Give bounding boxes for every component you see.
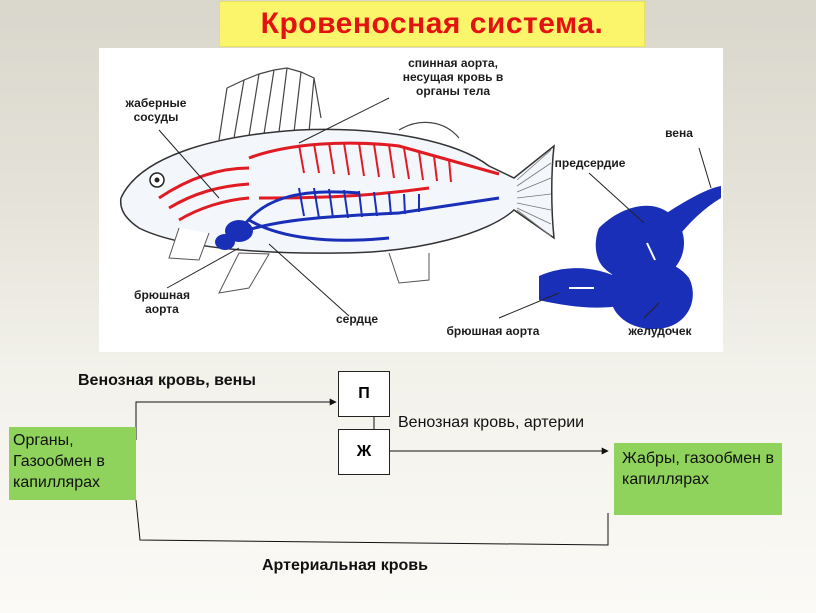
label-atrium: предсердие	[554, 156, 626, 170]
label-vein: вена	[665, 126, 693, 140]
fish-illustration	[119, 67, 721, 330]
slide-title: Кровеносная система.	[220, 2, 644, 46]
label-ventral-aorta-left: брюшная аорта	[134, 288, 190, 316]
label-ventral-aorta-right: брюшная аорта	[446, 324, 540, 338]
dorsal-aorta-branches	[298, 142, 452, 183]
venous-branches	[298, 187, 420, 219]
pointer-lines	[158, 97, 712, 319]
label-heart: сердце	[335, 312, 379, 326]
organs-box: Органы, Газообмен в капиллярах	[9, 427, 136, 500]
arterial-blood-label: Артериальная кровь	[262, 557, 428, 574]
atrium-box: П	[338, 371, 390, 417]
fish-circulation-figure: жаберные сосуды спинная аорта, несущая к…	[99, 48, 723, 352]
arterial-return-line	[135, 499, 609, 546]
lower-fins	[168, 227, 430, 294]
fish-heart	[215, 220, 253, 250]
venous-arteries-label: Венозная кровь, артерии	[398, 414, 585, 431]
tail-fin	[516, 149, 552, 237]
ventricle-box: Ж	[338, 429, 390, 475]
dorsal-fin	[218, 67, 460, 141]
venous-veins-label: Венозная кровь, вены	[78, 372, 256, 389]
heart-inset	[539, 186, 721, 330]
gills-box: Жабры, газообмен в капиллярах	[614, 443, 782, 515]
label-gill-vessels: жаберные сосуды	[125, 96, 187, 124]
label-dorsal-aorta: спинная аорта, несущая кровь в органы те…	[402, 56, 504, 98]
gill-vessels	[158, 141, 500, 222]
veins-arrow	[135, 398, 337, 440]
label-ventricle: желудочек	[628, 324, 692, 338]
